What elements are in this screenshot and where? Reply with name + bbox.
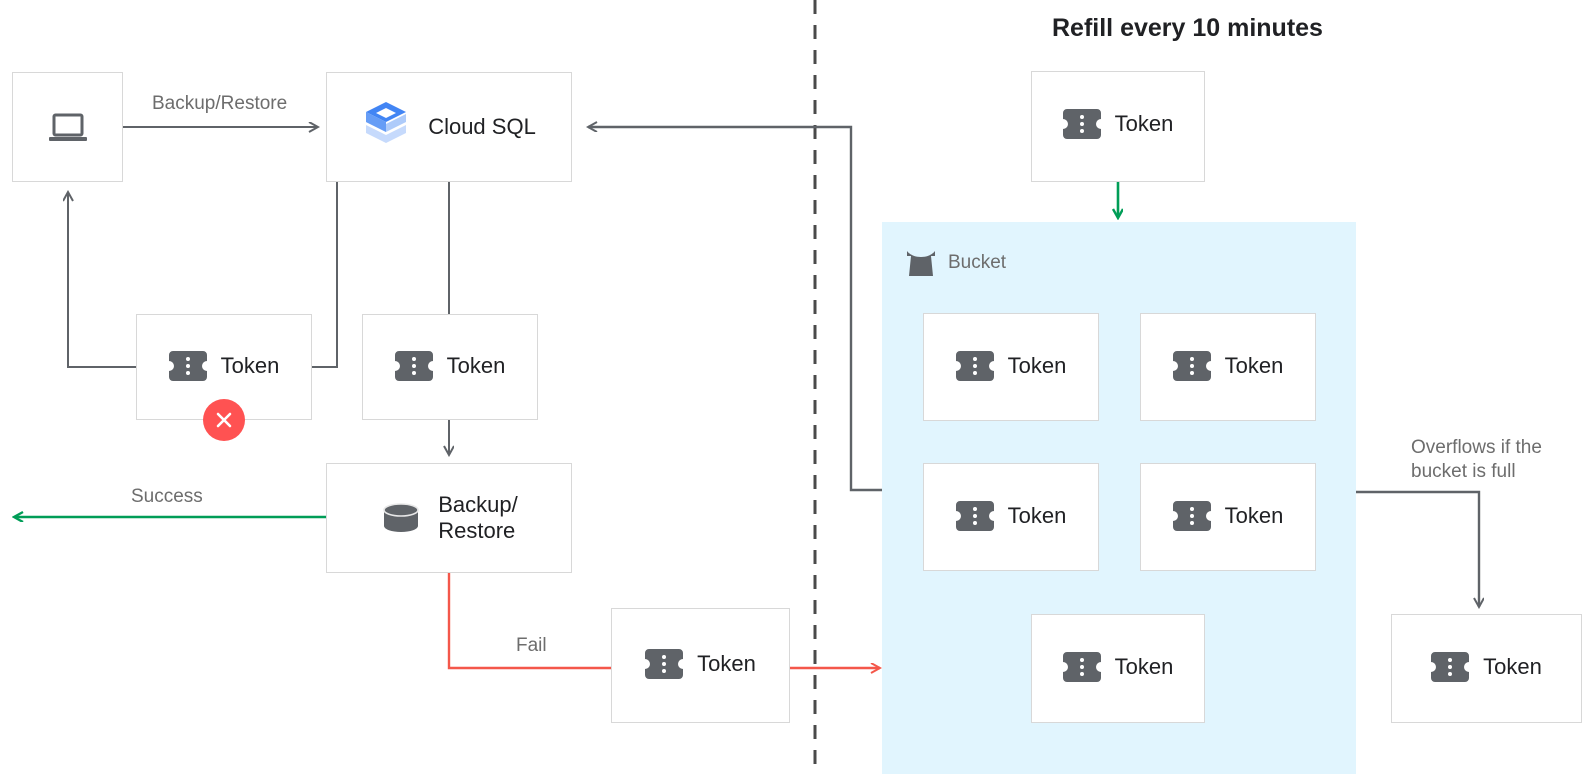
token-label: Token	[220, 353, 280, 379]
bucket-icon	[904, 248, 938, 278]
token-label: Token	[1224, 503, 1284, 529]
refill-title: Refill every 10 minutes	[1052, 14, 1323, 42]
cloudsql-label: Cloud SQL	[428, 114, 536, 140]
token-label: Token	[697, 651, 756, 677]
token-node-consumed[interactable]: Token	[362, 314, 538, 420]
token-label: Token	[1114, 654, 1174, 680]
edge-label-backup-restore: Backup/Restore	[152, 93, 288, 114]
backup-restore-label: Backup/ Restore	[438, 492, 518, 543]
cloud-sql-icon	[362, 100, 410, 154]
token-icon	[1062, 652, 1101, 682]
database-icon	[380, 501, 422, 535]
bucket-header: Bucket	[904, 248, 1006, 278]
token-icon	[168, 351, 207, 381]
token-label: Token	[1007, 353, 1067, 379]
edge-label-fail: Fail	[516, 635, 547, 656]
bucket-token-5[interactable]: Token	[1031, 614, 1205, 723]
bucket-label: Bucket	[948, 252, 1007, 273]
token-label: Token	[446, 353, 506, 379]
token-icon	[955, 501, 994, 531]
bucket-token-4[interactable]: Token	[1140, 463, 1316, 571]
token-icon	[1062, 109, 1101, 139]
edge-bucket-to-cloudsql	[588, 127, 882, 492]
token-label: Token	[1483, 654, 1542, 680]
token-icon	[1172, 351, 1211, 381]
client-node[interactable]	[12, 72, 123, 182]
token-label: Token	[1007, 503, 1067, 529]
token-label: Token	[1114, 111, 1174, 137]
token-node-refill[interactable]: Token	[1031, 71, 1205, 182]
token-icon	[1431, 652, 1470, 682]
edge-label-success: Success	[131, 486, 203, 507]
token-node-overflow[interactable]: Token	[1391, 614, 1582, 723]
cloudsql-node[interactable]: Cloud SQL	[326, 72, 572, 182]
overflow-note: Overflows if the bucket is full	[1411, 437, 1542, 482]
laptop-icon	[46, 109, 90, 145]
bucket-token-1[interactable]: Token	[923, 313, 1099, 421]
close-icon	[216, 412, 232, 428]
token-label: Token	[1224, 353, 1284, 379]
edge-bucket-overflow	[1356, 490, 1479, 607]
token-icon	[394, 351, 433, 381]
token-icon	[645, 649, 684, 679]
bucket-token-3[interactable]: Token	[923, 463, 1099, 571]
bucket-token-2[interactable]: Token	[1140, 313, 1316, 421]
token-node-fail[interactable]: Token	[611, 608, 790, 723]
token-icon	[1172, 501, 1211, 531]
token-icon	[955, 351, 994, 381]
backup-restore-node[interactable]: Backup/ Restore	[326, 463, 572, 573]
error-x-badge	[203, 399, 245, 441]
